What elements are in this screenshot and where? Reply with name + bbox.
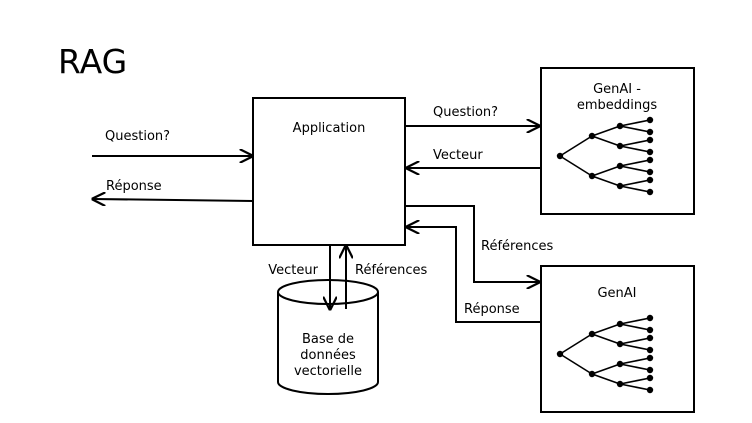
network-edge: [591, 125, 621, 137]
network-edge: [559, 155, 593, 177]
input-question-label: Question?: [105, 129, 170, 144]
network-edge: [619, 159, 651, 167]
network-edge: [591, 165, 621, 177]
vector-database-cylinder: [277, 279, 379, 395]
network-node: [588, 370, 596, 378]
network-edge: [619, 145, 651, 153]
network-edge: [619, 125, 651, 133]
network-edge: [559, 135, 593, 157]
output-response-arrow: [93, 199, 254, 201]
neural-network-icon-embeddings: [556, 116, 654, 196]
network-edge: [559, 333, 593, 355]
network-node: [588, 330, 596, 338]
network-node: [646, 374, 654, 382]
application-box: [252, 97, 406, 246]
application-label: Application: [293, 121, 366, 136]
network-node: [616, 162, 624, 170]
network-edge: [619, 337, 651, 345]
network-node: [616, 122, 624, 130]
to-genai-references-arrow: [406, 205, 539, 282]
to-embeddings-question-label: Question?: [433, 105, 498, 120]
embeddings-label-line2: embeddings: [577, 98, 658, 113]
network-node: [646, 136, 654, 144]
network-edge: [619, 317, 651, 325]
to-genai-references-label: Références: [481, 239, 553, 254]
from-embeddings-vector-label: Vecteur: [433, 148, 483, 163]
diagram-title: RAG: [58, 42, 127, 81]
network-edge: [559, 353, 593, 375]
network-node: [646, 148, 654, 156]
network-edge: [591, 175, 621, 187]
genai-box: [540, 265, 695, 413]
network-edge: [591, 333, 621, 345]
network-node: [646, 366, 654, 374]
network-edge: [619, 363, 651, 371]
network-node: [646, 354, 654, 362]
network-node: [646, 128, 654, 136]
network-edge: [591, 135, 621, 147]
network-edge: [619, 383, 651, 391]
from-genai-response-label: Réponse: [464, 302, 520, 317]
network-edge: [619, 377, 651, 385]
database-label-line1: Base de: [302, 332, 354, 347]
network-node: [646, 314, 654, 322]
network-node: [646, 386, 654, 394]
network-node: [616, 142, 624, 150]
network-node: [556, 152, 564, 160]
network-node: [646, 156, 654, 164]
network-node: [646, 168, 654, 176]
network-node: [616, 360, 624, 368]
network-node: [616, 320, 624, 328]
network-edge: [619, 357, 651, 365]
embeddings-box: [540, 67, 695, 215]
network-node: [646, 346, 654, 354]
from-genai-response-arrow: [407, 227, 541, 323]
network-node: [616, 380, 624, 388]
network-node: [556, 350, 564, 358]
network-node: [616, 340, 624, 348]
network-node: [588, 172, 596, 180]
network-node: [646, 176, 654, 184]
network-edge: [619, 179, 651, 187]
network-node: [646, 326, 654, 334]
network-node: [588, 132, 596, 140]
network-edge: [591, 373, 621, 385]
from-database-references-label: Références: [355, 263, 427, 278]
network-edge: [619, 165, 651, 173]
network-edge: [619, 139, 651, 147]
network-node: [616, 182, 624, 190]
network-edge: [619, 185, 651, 193]
genai-label: GenAI: [597, 286, 636, 301]
network-node: [646, 116, 654, 124]
network-node: [646, 188, 654, 196]
database-label-line2: données: [300, 348, 356, 363]
network-edge: [591, 363, 621, 375]
network-node: [646, 334, 654, 342]
embeddings-label-line1: GenAI -: [593, 82, 641, 97]
network-edge: [619, 343, 651, 351]
neural-network-icon-genai: [556, 314, 654, 394]
network-edge: [591, 323, 621, 335]
network-edge: [619, 323, 651, 331]
network-edge: [619, 119, 651, 127]
to-database-vector-label: Vecteur: [268, 263, 318, 278]
database-label-line3: vectorielle: [294, 364, 362, 379]
output-response-label: Réponse: [106, 179, 162, 194]
